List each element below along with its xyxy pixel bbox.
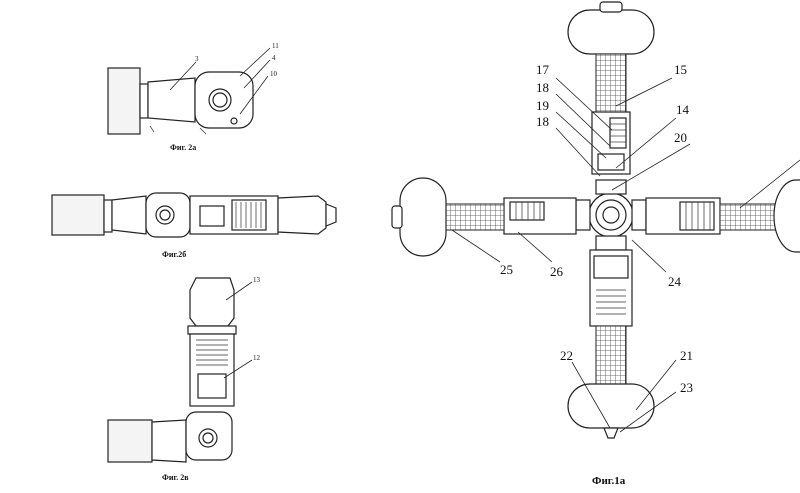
tunnel-bottom — [595, 325, 627, 385]
tunnel-left — [445, 203, 505, 231]
flange — [139, 83, 149, 119]
label-19: 19 — [536, 98, 549, 113]
tunnel-top — [595, 53, 627, 113]
hatch-ring — [208, 88, 232, 112]
label-22: 22 — [560, 348, 573, 363]
caption-fig-1a: Фиг.1а — [592, 475, 626, 487]
caption-fig-2v: Фиг. 2в — [162, 473, 189, 482]
label-24: 24 — [668, 274, 682, 289]
wall-block — [107, 419, 153, 463]
habitat-module — [189, 195, 279, 235]
label-18-bottom: 18 — [536, 114, 549, 129]
label-3: 3 — [195, 55, 199, 63]
hatch-inner — [212, 92, 228, 108]
label-14: 14 — [676, 102, 690, 117]
bolt — [230, 117, 238, 125]
balloon-left — [399, 177, 447, 257]
label-13: 13 — [253, 276, 261, 284]
label-12: 12 — [253, 354, 261, 362]
label-15: 15 — [674, 62, 687, 77]
label-11: 11 — [272, 42, 279, 50]
fig-1a: 15 17 18 19 14 18 20 25 26 24 22 21 23 Ф… — [391, 1, 800, 487]
balloon-right — [773, 179, 800, 253]
tunnel-body — [151, 419, 187, 463]
wall-block — [107, 67, 141, 135]
label-26: 26 — [550, 264, 564, 279]
label-10: 10 — [270, 70, 278, 78]
fig-2b: Фиг.2б — [51, 192, 337, 259]
fig-2a: 3 11 4 10 Фиг. 2а — [107, 42, 279, 152]
module-right — [645, 197, 721, 235]
top-module — [189, 277, 235, 327]
caption-fig-2b: Фиг.2б — [162, 250, 186, 259]
wall-block — [51, 194, 105, 236]
fig-2v: 13 12 Фиг. 2в — [107, 276, 261, 482]
tunnel-body — [147, 77, 196, 123]
balloon-bottom — [567, 383, 655, 429]
label-18-top: 18 — [536, 80, 549, 95]
habitat-module — [189, 333, 235, 407]
label-25: 25 — [500, 262, 513, 277]
label-21: 21 — [680, 348, 693, 363]
label-20: 20 — [674, 130, 687, 145]
tunnel-right — [719, 203, 777, 231]
label-4: 4 — [272, 54, 276, 62]
flange — [103, 199, 113, 233]
label-17: 17 — [536, 62, 550, 77]
label-23: 23 — [680, 380, 693, 395]
end-cap — [277, 195, 327, 235]
module-bottom — [589, 249, 633, 327]
hatch-ring — [155, 205, 175, 225]
caption-fig-2a: Фиг. 2а — [170, 143, 196, 152]
nozzle — [325, 203, 337, 227]
balloon-top — [567, 9, 655, 55]
tunnel-body — [111, 195, 147, 235]
